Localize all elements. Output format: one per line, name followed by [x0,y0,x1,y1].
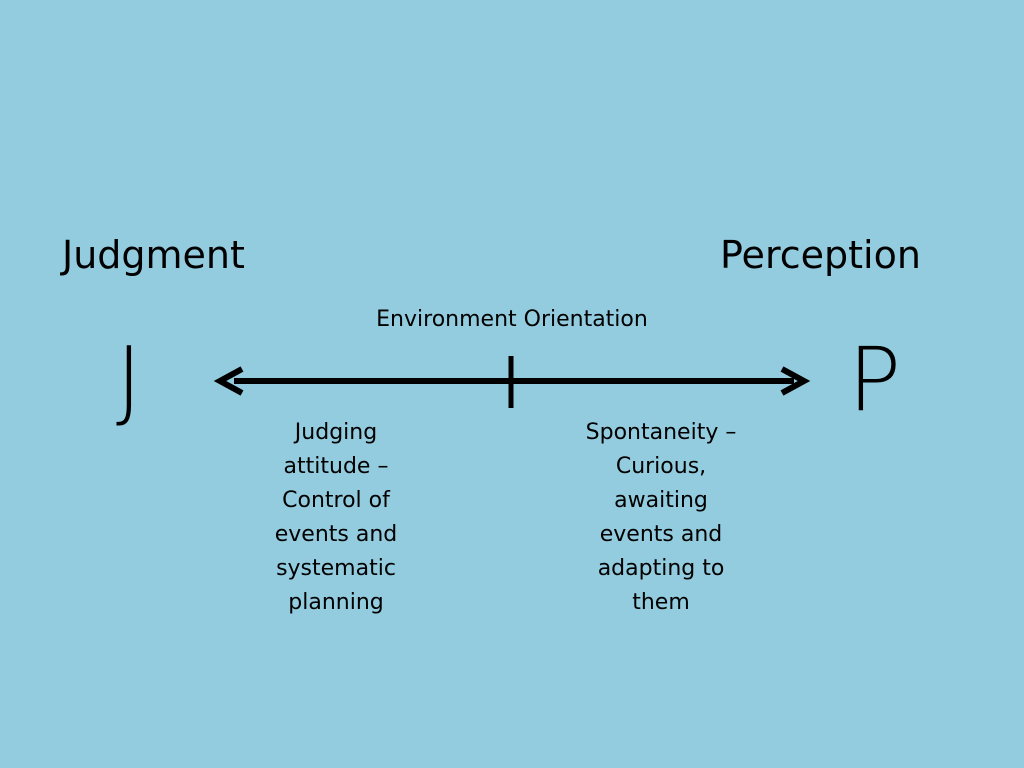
left-description-line: Judging [294,420,378,445]
right-description-line: them [632,590,690,615]
scale-title: Environment Orientation [376,307,648,332]
right-description-line: Spontaneity – [585,420,737,445]
right-pole-name: Perception [720,233,921,277]
left-description-line: attitude – [283,454,389,479]
right-description: Spontaneity – Curious, awaiting events a… [570,416,752,620]
left-description-line: systematic [276,556,396,581]
right-description-line: Curious, [615,454,707,479]
right-description-line: events and [599,522,723,547]
left-description-line: events and [274,522,398,547]
right-pole-letter: P [848,328,902,431]
left-pole-letter: J [116,328,142,431]
right-arrowhead [780,366,811,396]
left-pole-name: Judgment [62,233,245,277]
right-description-line: awaiting [614,488,708,513]
right-description-line: adapting to [597,556,725,581]
left-description-line: planning [288,590,384,615]
left-description-line: Control of [282,488,390,513]
left-description: Judging attitude – Control of events and… [256,416,416,620]
left-arrowhead [213,366,244,396]
double-arrow-axis [213,356,811,408]
